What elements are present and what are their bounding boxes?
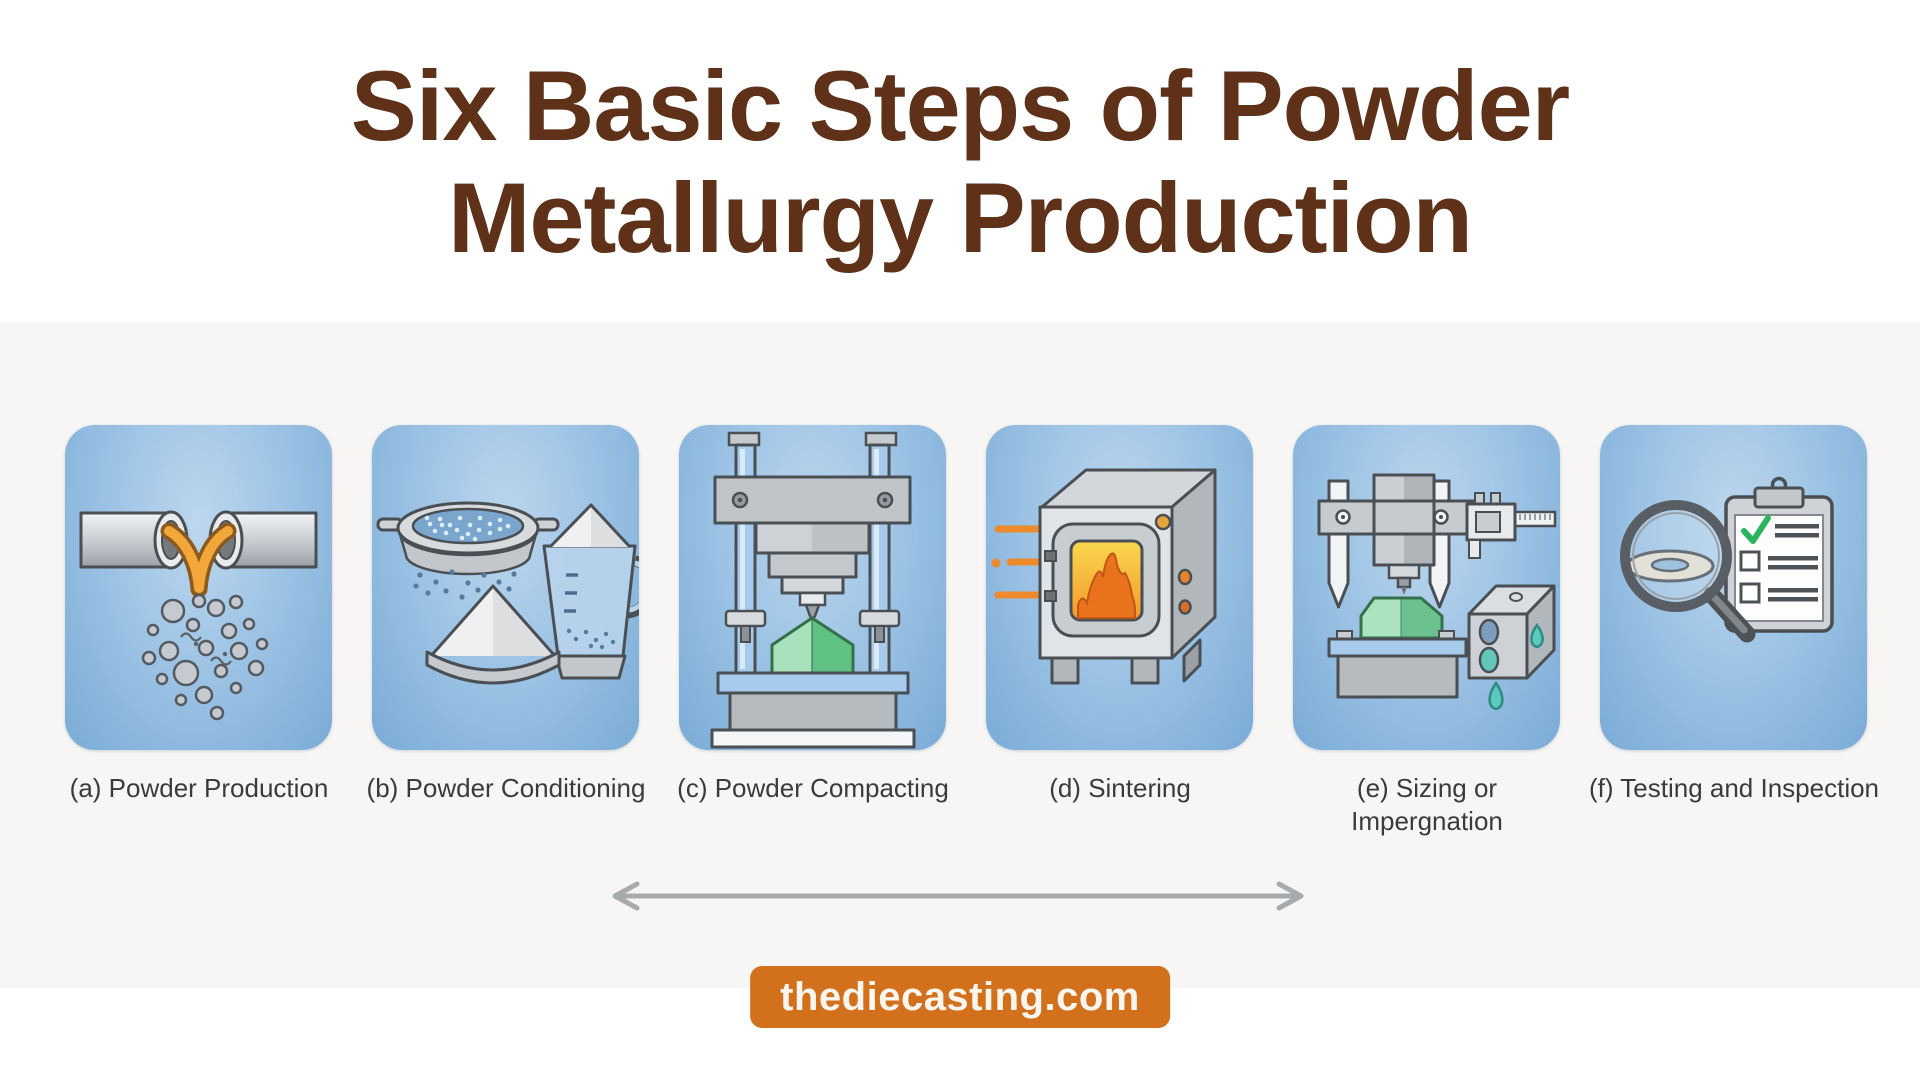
sintering-furnace-icon — [991, 468, 1217, 685]
caliper-press-icon — [1317, 473, 1479, 609]
step-label-powder-compacting: (c) Powder Compacting — [677, 773, 949, 803]
furnace-knobs-icon — [1154, 513, 1193, 615]
website-badge-text: thediecasting.com — [780, 974, 1140, 1019]
magnifier-icon — [1620, 500, 1756, 643]
title-line-1: Six Basic Steps of Powder — [350, 50, 1570, 161]
oil-droplets-icon — [1488, 622, 1544, 711]
step-panel-powder-compacting — [679, 425, 946, 750]
powder-conditioning-icon — [376, 501, 639, 685]
step-label-testing-inspection: (f) Testing and Inspection — [1588, 773, 1880, 803]
powder-compacting-icon — [710, 431, 916, 749]
green-compact-icon — [770, 616, 855, 675]
website-badge: thediecasting.com — [750, 966, 1170, 1028]
furnace-legs-icon — [1050, 638, 1202, 685]
falling-particles-icon — [413, 569, 517, 600]
step-panel-sizing-impregnation — [1293, 425, 1560, 750]
sizing-impregnation-icon — [1317, 473, 1557, 711]
title-line-2: Metallurgy Production — [447, 161, 1473, 273]
step-panel-powder-conditioning — [372, 425, 639, 750]
caliper-gauge-icon — [1465, 492, 1557, 559]
step-panel-powder-production — [65, 425, 332, 750]
step-label-sintering: (d) Sintering — [1049, 773, 1191, 803]
powder-droplets-icon — [141, 593, 269, 721]
process-flow-arrow-icon — [612, 881, 1304, 911]
powder-pile-icon — [425, 584, 561, 685]
sieve-icon — [376, 501, 560, 576]
sized-part-icon — [1359, 596, 1444, 640]
measuring-jug-icon — [542, 503, 639, 680]
step-panel-testing-inspection — [1600, 425, 1867, 750]
step-panel-sintering — [986, 425, 1253, 750]
checklist-icon — [1739, 515, 1819, 604]
step-label-powder-production: (a) Powder Production — [69, 773, 329, 803]
testing-inspection-icon — [1620, 476, 1834, 643]
step-label-powder-conditioning: (b) Powder Conditioning — [366, 773, 646, 803]
sizing-bed-icon — [1327, 630, 1468, 699]
furnace-door-icon — [1044, 522, 1161, 638]
press-frame-icon — [713, 431, 912, 675]
molten-streams-icon — [160, 522, 237, 598]
step-label-sizing-impregnation: (e) Sizing or Impergnation — [1351, 773, 1503, 836]
press-bed-icon — [710, 671, 916, 749]
press-punch-icon — [754, 521, 871, 620]
powder-production-icon — [79, 510, 318, 721]
